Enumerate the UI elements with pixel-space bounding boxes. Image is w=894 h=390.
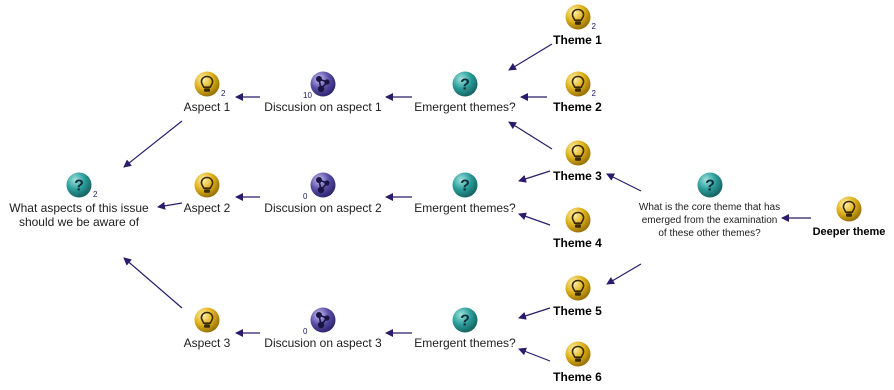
node-emergent3[interactable]: ? Emergent themes?: [405, 306, 525, 350]
question-icon: ?: [452, 172, 478, 198]
lightbulb-icon: [565, 207, 590, 233]
disc2-count: 0: [303, 192, 308, 201]
emergent1-label: Emergent themes?: [414, 100, 516, 114]
link-core-theme5: [606, 263, 642, 285]
svg-text:?: ?: [705, 178, 715, 195]
map-icon: [310, 172, 336, 198]
link-theme5-emergent3: [518, 307, 551, 320]
node-theme2[interactable]: 2 Theme 2: [540, 70, 615, 114]
link-theme4-emergent2: [518, 212, 551, 226]
link-theme6-emergent3: [518, 347, 551, 362]
question-icon-wrap: ?: [451, 171, 479, 199]
disc1-count: 10: [303, 91, 312, 100]
link-aspect2-root: [157, 201, 183, 210]
theme1-label: Theme 1: [553, 33, 602, 47]
node-theme1[interactable]: 2 Theme 1: [540, 3, 615, 47]
node-root[interactable]: ? 2 What aspects of this issue should we…: [4, 171, 154, 229]
lightbulb-icon: [194, 71, 220, 97]
map-icon-wrap: 10: [303, 70, 337, 100]
theme3-label: Theme 3: [553, 169, 602, 183]
question-icon-wrap: ?: [451, 306, 479, 334]
disc3-count: 0: [303, 327, 308, 336]
aspect3-label: Aspect 3: [183, 336, 231, 350]
question-icon: ?: [452, 71, 478, 97]
root-count: 2: [93, 190, 98, 199]
aspect1-label: Aspect 1: [183, 100, 231, 114]
lightbulb-icon: [565, 4, 590, 30]
question-icon: ?: [697, 172, 722, 198]
disc2-label: Discusion on aspect 2: [264, 201, 382, 215]
lightbulb-icon: [194, 307, 220, 333]
node-disc2[interactable]: 0 Discusion on aspect 2: [253, 171, 393, 215]
link-theme1-emergent1: [508, 43, 553, 71]
theme1-count: 2: [591, 22, 596, 31]
lightbulb-icon: [565, 71, 590, 97]
lightbulb-icon-wrap: 2: [564, 3, 596, 31]
root-label: What aspects of this issue should we be …: [9, 201, 149, 229]
question-icon: ?: [452, 307, 478, 333]
lightbulb-icon: [565, 341, 590, 367]
node-aspect2[interactable]: Aspect 2: [167, 171, 247, 215]
map-icon-wrap: 0: [303, 306, 337, 336]
lightbulb-icon-wrap: [193, 306, 221, 334]
question-icon-wrap: ?: [451, 70, 479, 98]
disc1-label: Discusion on aspect 1: [264, 100, 382, 114]
node-emergent2[interactable]: ? Emergent themes?: [405, 171, 525, 215]
lightbulb-icon: [194, 172, 220, 198]
map-icon: [310, 71, 336, 97]
theme2-count: 2: [591, 89, 596, 98]
node-emergent1[interactable]: ? Emergent themes?: [405, 70, 525, 114]
svg-text:?: ?: [460, 77, 470, 94]
node-core[interactable]: ? What is the core theme that has emerge…: [637, 171, 782, 240]
node-theme5[interactable]: Theme 5: [540, 274, 615, 318]
svg-text:?: ?: [460, 313, 470, 330]
core-label: What is the core theme that has emerged …: [638, 202, 781, 239]
link-theme3-emergent2: [518, 170, 551, 183]
map-icon-wrap: 0: [303, 171, 337, 201]
node-disc3[interactable]: 0 Discusion on aspect 3: [253, 306, 393, 350]
disc3-label: Discusion on aspect 3: [264, 336, 382, 350]
link-aspect1-root: [123, 120, 183, 168]
node-theme4[interactable]: Theme 4: [540, 206, 615, 250]
svg-text:?: ?: [460, 178, 470, 195]
link-core-theme3: [606, 173, 642, 192]
lightbulb-icon-wrap: [564, 274, 592, 302]
map-icon: [310, 307, 336, 333]
node-disc1[interactable]: 10 Discusion on aspect 1: [253, 70, 393, 114]
node-deeper[interactable]: Deeper theme: [806, 195, 892, 239]
link-aspect3-root: [123, 257, 183, 309]
lightbulb-icon-wrap: [564, 139, 592, 167]
aspect1-count: 2: [221, 89, 226, 98]
question-icon: ?: [66, 172, 92, 198]
node-theme6[interactable]: Theme 6: [540, 340, 615, 384]
node-aspect1[interactable]: 2 Aspect 1: [167, 70, 247, 114]
question-icon-wrap: ? 2: [65, 171, 97, 199]
lightbulb-icon: [565, 140, 590, 166]
theme5-label: Theme 5: [553, 304, 602, 318]
deeper-label: Deeper theme: [812, 226, 886, 238]
theme4-label: Theme 4: [553, 236, 602, 250]
lightbulb-icon-wrap: [564, 340, 592, 368]
theme2-label: Theme 2: [553, 100, 602, 114]
emergent3-label: Emergent themes?: [414, 336, 516, 350]
node-aspect3[interactable]: Aspect 3: [167, 306, 247, 350]
svg-text:?: ?: [74, 178, 84, 195]
lightbulb-icon: [836, 196, 862, 222]
theme6-label: Theme 6: [553, 370, 602, 384]
aspect2-label: Aspect 2: [183, 201, 231, 215]
lightbulb-icon-wrap: [835, 195, 863, 223]
lightbulb-icon: [565, 275, 590, 301]
emergent2-label: Emergent themes?: [414, 201, 516, 215]
lightbulb-icon-wrap: [564, 206, 592, 234]
lightbulb-icon-wrap: 2: [564, 70, 596, 98]
lightbulb-icon-wrap: 2: [193, 70, 225, 98]
node-theme3[interactable]: Theme 3: [540, 139, 615, 183]
question-icon-wrap: ?: [696, 171, 724, 199]
link-theme3-emergent1: [508, 121, 553, 150]
lightbulb-icon-wrap: [193, 171, 221, 199]
